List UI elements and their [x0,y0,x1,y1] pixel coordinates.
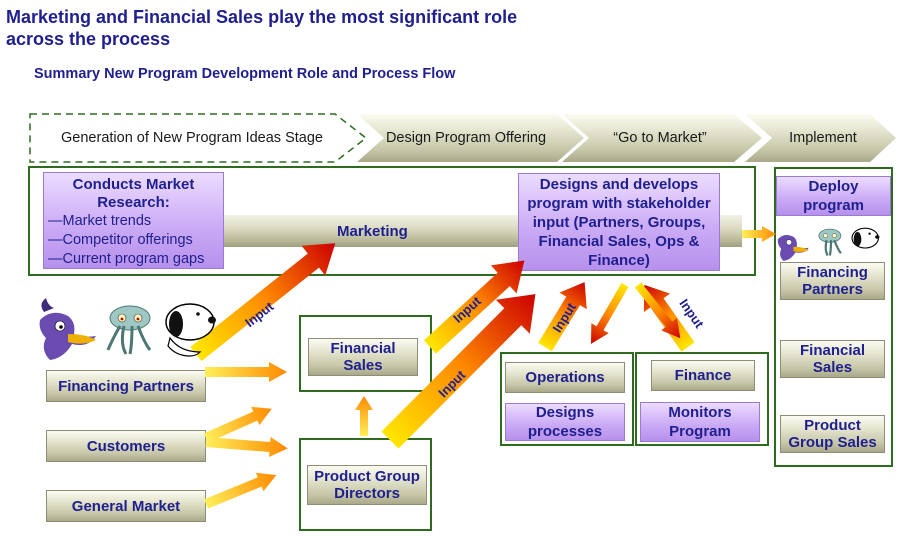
monitors-program-box: Monitors Program [640,402,760,442]
research-item-competitor-offerings: —Competitor offerings [48,232,193,248]
deploy-financing-partners: Financing Partners [780,262,885,300]
deploy-financial-sales: Financial Sales [780,340,885,378]
market-research-heading: Conducts Market Research: [72,176,195,211]
finance-box: Finance [651,360,755,391]
arrow-design-to-finance [634,282,681,339]
financial-sales-frame [299,315,432,392]
product-group-directors-box: Product Group Directors [307,465,427,505]
designs-processes-box: Designs processes [505,403,625,441]
snoopy-character-small [851,227,880,249]
product-group-directors-frame [299,438,432,531]
research-item-market-trends: —Market trends [48,213,152,229]
source-customers: Customers [46,430,206,462]
source-general-market: General Market [46,490,206,522]
stage-chevron-2 [357,114,584,162]
arrow-market-to-directors [204,472,277,509]
squidward-character-small [818,228,842,257]
deploy-frame [774,167,893,467]
stage-label-ideas: Generation of New Program Ideas Stage [61,130,323,146]
stage-chevron-1 [29,113,368,163]
stage-label-go-to-market: “Go to Market” [613,130,707,146]
squidward-character [106,305,152,355]
stage-chevron-3 [562,114,762,162]
diagram-subtitle: Summary New Program Development Role and… [34,66,456,82]
stage-label-design: Design Program Offering [385,130,547,146]
operations-box: Operations [505,362,625,393]
deploy-product-group-sales: Product Group Sales [780,415,885,453]
market-research-box: Conducts Market Research: —Market trends… [43,172,224,269]
page-title: Marketing and Financial Sales play the m… [6,7,518,49]
arrow-design-to-operations [591,283,629,344]
arrow-partners-to-financial-sales [205,362,287,382]
marketing-frame [28,166,756,276]
arrow-characters-to-marketing [190,243,336,362]
financial-sales-box: Financial Sales [308,338,418,376]
stage-chevron-4 [745,114,896,162]
road-runner-character-small [777,235,809,261]
snoopy-character [165,303,216,357]
arrow-directors-to-design [381,294,536,449]
arrow-operations-to-design [538,282,587,352]
stage-label-implement: Implement [789,130,857,146]
arrow-customers-to-directors [205,437,288,457]
arrow-financial-sales-to-design [423,260,525,354]
research-item-program-gaps: —Current program gaps [48,251,205,267]
deploy-program-heading: Deploy program [776,176,891,216]
source-financing-partners: Financing Partners [46,370,206,402]
marketing-label: Marketing [337,223,408,240]
arrow-customers-to-financial-sales [203,406,272,443]
arrow-directors-to-financial-sales [355,396,373,436]
operations-frame [500,352,634,446]
designs-develops-box: Designs and develops program with stakeh… [518,173,720,271]
road-runner-character [39,298,96,360]
finance-frame [635,352,769,446]
arrow-marketing-to-deploy [742,226,776,242]
